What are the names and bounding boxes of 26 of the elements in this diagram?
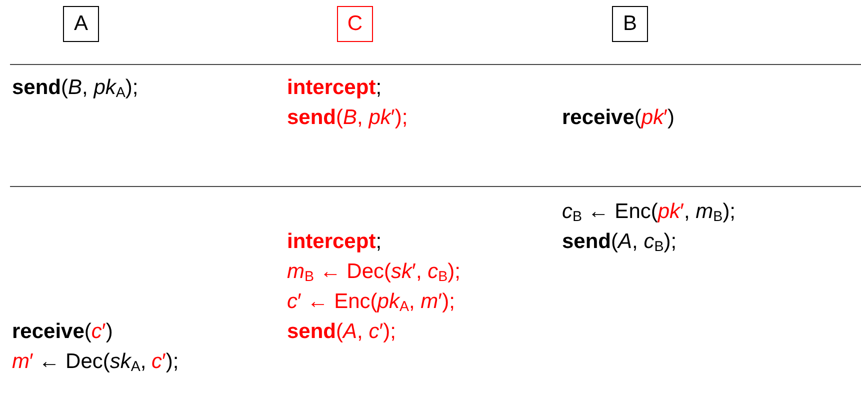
protocol-step: intercept: [287, 229, 376, 255]
protocol-step: send(A, c$_{B}$);: [562, 229, 677, 255]
protocol-step: c$_{B}$ ← Enc(: [562, 199, 658, 225]
party-box: B: [612, 6, 648, 42]
protocol-step: );: [166, 349, 179, 375]
protocol-step: m$_{B}$ ← Dec(sk′, c$_{B}$);: [287, 259, 460, 285]
protocol-step: ;: [376, 229, 382, 255]
protocol-step: ← Dec(sk$_{A}$,: [38, 349, 146, 375]
protocol-step: pk′: [641, 105, 668, 131]
protocol-step: pk′: [658, 199, 684, 225]
protocol-step: ): [106, 319, 113, 345]
protocol-step: ): [668, 105, 675, 131]
protocol-step: receive(: [562, 105, 642, 131]
protocol-step: , m$_{B}$);: [684, 199, 736, 225]
protocol-step: send(B, pk′);: [287, 105, 408, 131]
protocol-step: ;: [376, 75, 382, 101]
protocol-step: send(A, c′);: [287, 319, 396, 345]
protocol-step: c′: [151, 349, 166, 375]
party-box: A: [63, 6, 99, 42]
protocol-step: c′: [91, 319, 106, 345]
protocol-step: receive(: [12, 319, 92, 345]
protocol-step: c′ ← Enc(pk$_{A}$, m′);: [287, 289, 455, 315]
protocol-step: send(B, pk$_{A}$);: [12, 75, 138, 101]
protocol-step: m′: [12, 349, 34, 375]
party-box: C: [337, 6, 373, 42]
protocol-step: intercept: [287, 75, 376, 101]
